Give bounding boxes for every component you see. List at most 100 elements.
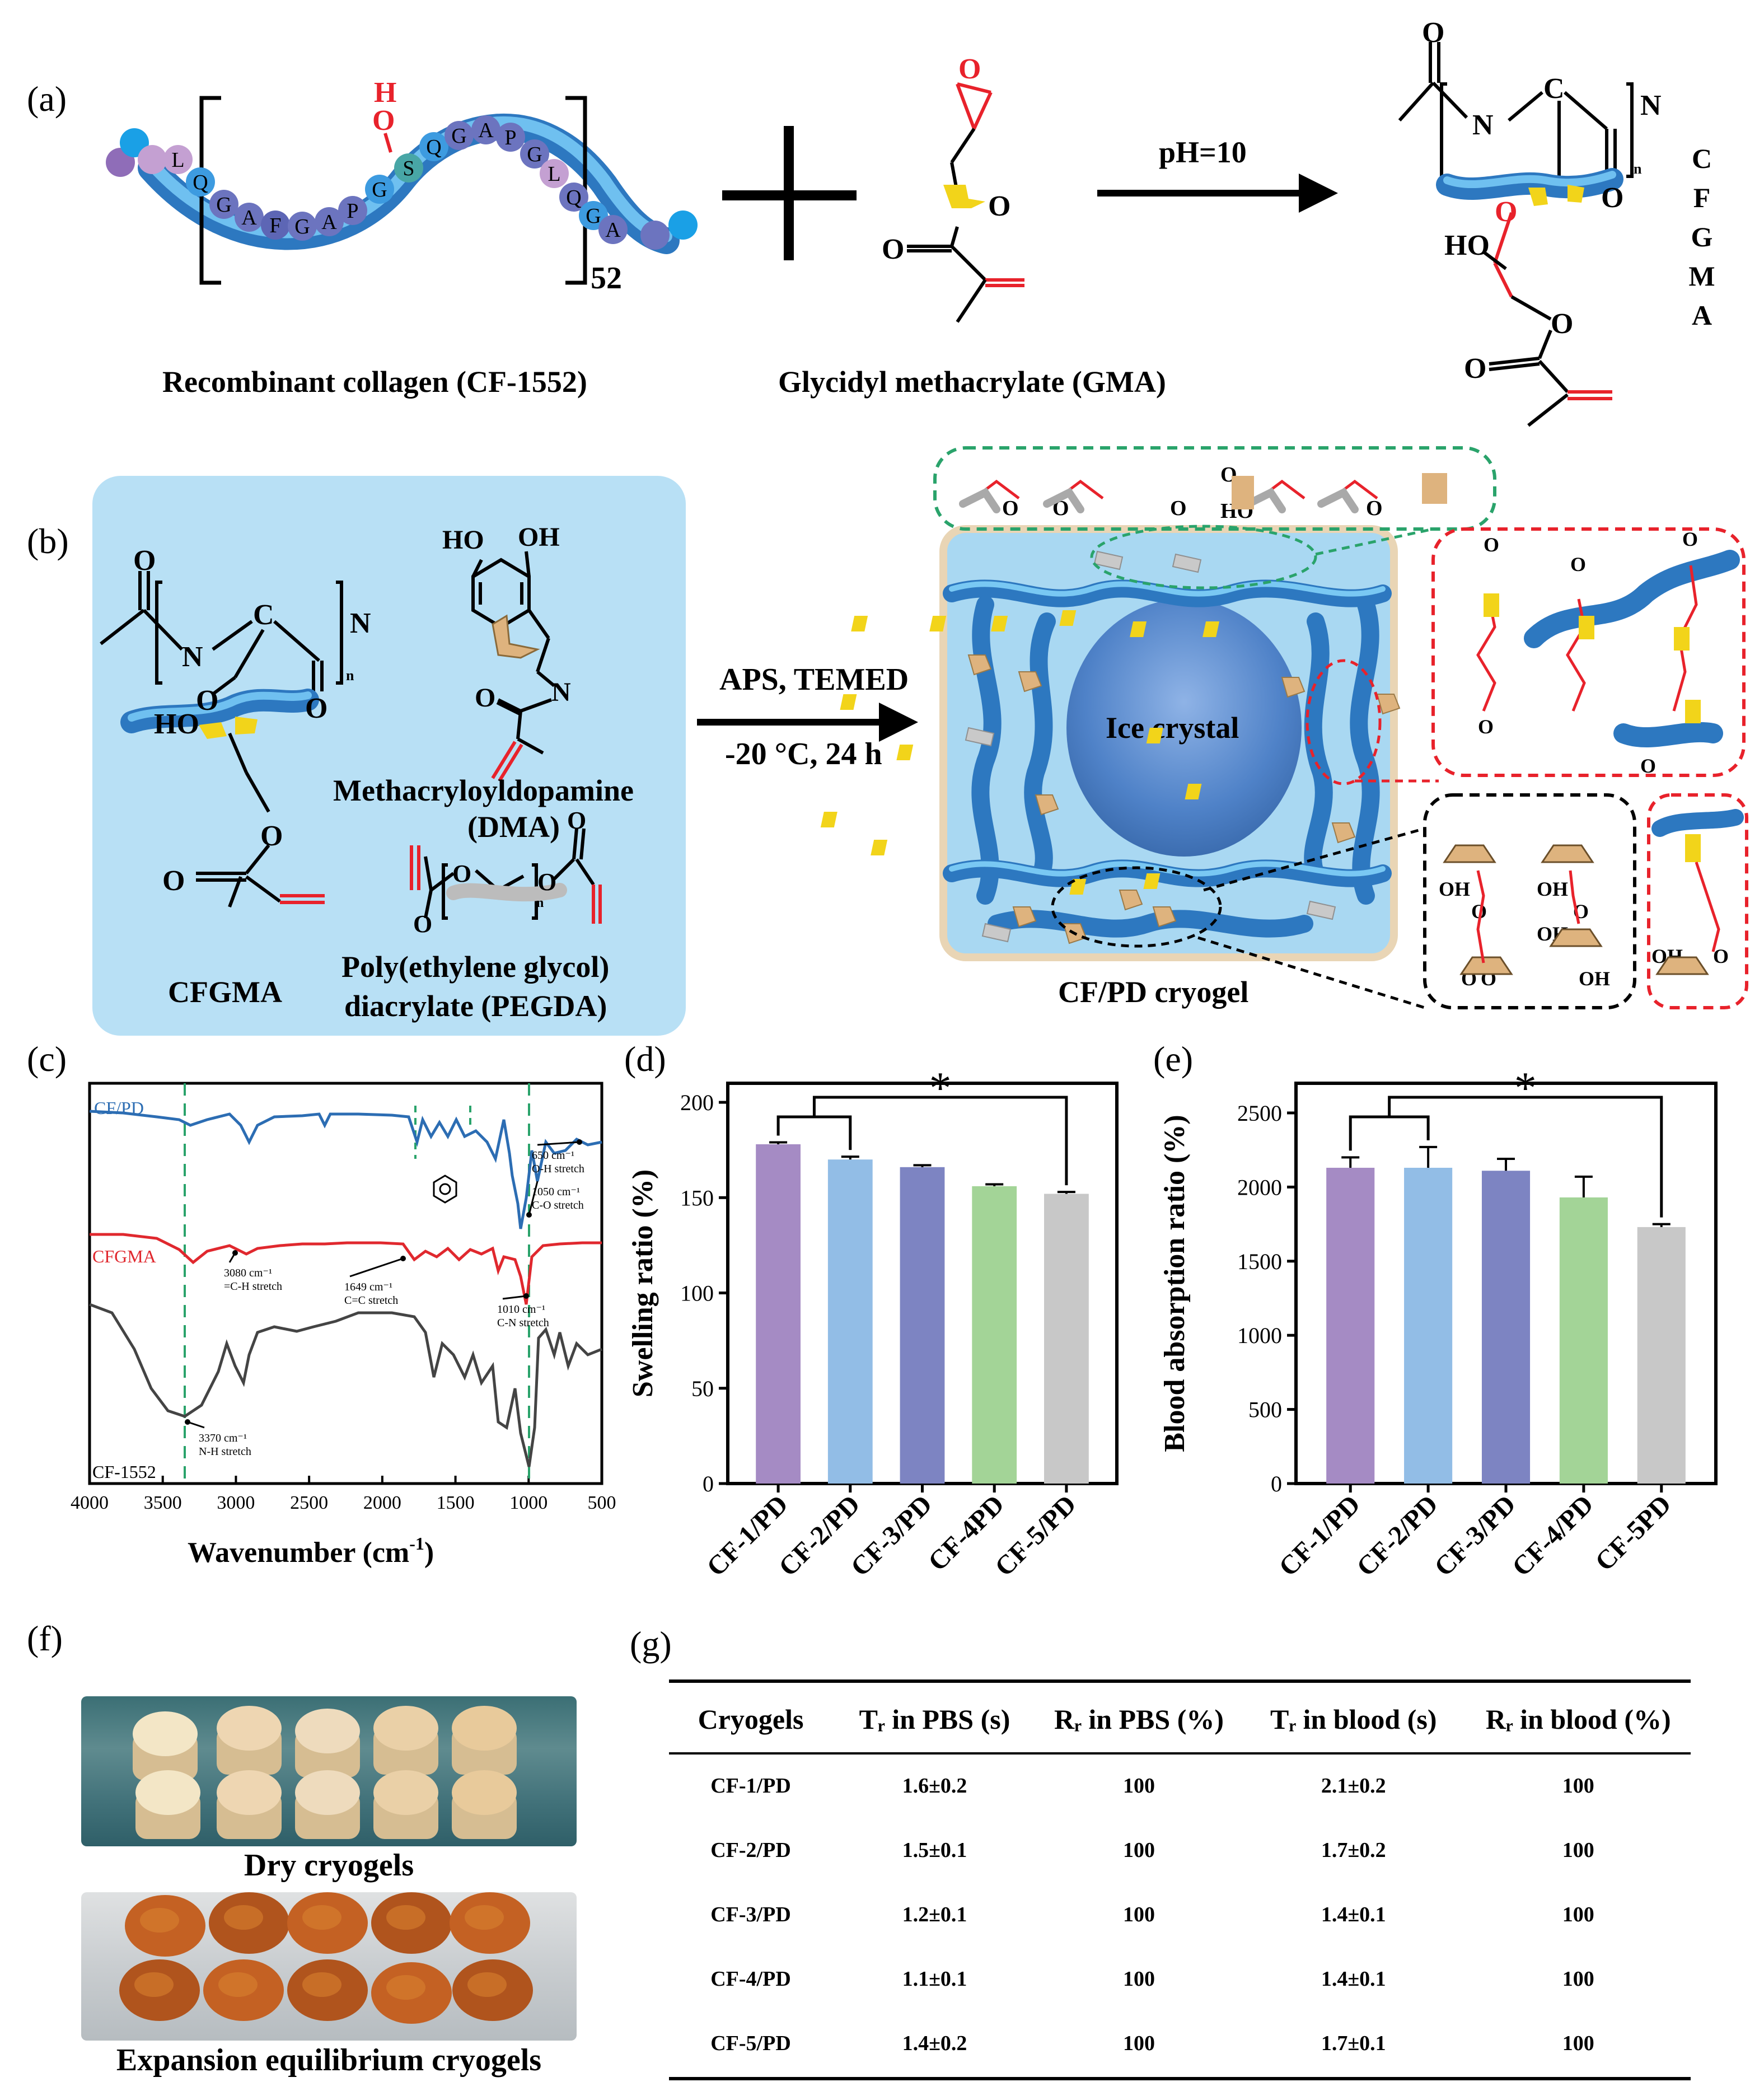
crosslink-marker	[929, 616, 947, 631]
amino-acid-bead	[471, 115, 500, 144]
amino-acid-bead	[540, 159, 569, 188]
dopamine-marker	[1331, 822, 1356, 844]
dopamine-marker	[1035, 794, 1059, 816]
dopamine-marker	[1281, 677, 1306, 698]
y-tick-label: 1500	[1237, 1249, 1282, 1274]
cfgma-b-name: CFGMA	[168, 975, 282, 1009]
amino-acid-bead	[261, 210, 290, 240]
dry-cryogel-top	[295, 1770, 360, 1815]
ftir-annotation-peak: 1010 cm⁻¹	[497, 1303, 545, 1316]
amino-acid-letter: Q	[426, 135, 441, 159]
pegda-n: n	[536, 896, 544, 910]
table-header-cell: Tᵣ in blood (s)	[1270, 1704, 1437, 1735]
ftir-annotation-assignment: C-N stretch	[497, 1317, 549, 1329]
crosslink-marker	[1146, 728, 1163, 743]
bar-CF-1/PD	[756, 1144, 801, 1484]
linkage-atom: O	[1484, 534, 1499, 556]
amino-acid-letter: A	[478, 119, 494, 142]
collagen-name: Recombinant collagen (CF-1552)	[162, 365, 587, 399]
dma-O: O	[475, 683, 495, 713]
dopamine-marker	[1152, 906, 1177, 928]
crosslink-marker	[991, 616, 1008, 631]
cfgma-b-HO: HO	[154, 708, 199, 740]
y-tick-label: 200	[680, 1090, 714, 1115]
bar-CF-1/PD	[1326, 1167, 1375, 1484]
terminal-bead	[668, 210, 698, 240]
crosslink-marker	[820, 812, 837, 827]
product-O-carbonyl: O	[1464, 353, 1486, 385]
table-cell: 100	[1123, 1774, 1155, 1798]
dopamine-marker	[1012, 906, 1037, 928]
cfgma-name-letter: F	[1693, 182, 1711, 213]
table-cell: 100	[1123, 1967, 1155, 1991]
cfgma-name-letter: M	[1688, 260, 1715, 292]
bar-CF-3/PD	[1481, 1171, 1531, 1484]
y-tick-label: 150	[680, 1185, 714, 1210]
table-cell: CF-1/PD	[710, 1774, 791, 1798]
table-cell: 100	[1562, 1774, 1594, 1798]
amino-acid-letter: L	[171, 148, 184, 172]
amino-acid-letter: G	[294, 215, 310, 238]
dopamine-marker	[1376, 694, 1401, 715]
table-header-cell: Cryogels	[698, 1704, 804, 1735]
dma-name-line2: (DMA)	[467, 810, 560, 844]
amino-acid-bead	[559, 183, 588, 212]
cfgma-b-n: n	[346, 667, 354, 684]
ftir-annotation-peak: 650 cm⁻¹	[532, 1149, 574, 1162]
x-tick-label: CF-4/PD	[1506, 1489, 1599, 1582]
ftir-x-tick: 2000	[363, 1493, 401, 1513]
hydroxyl-O: O	[372, 105, 395, 137]
table-cell: 1.4±0.1	[1321, 1902, 1386, 1926]
amino-acid-letter: L	[548, 162, 560, 186]
gma-epoxide-O: O	[958, 53, 981, 85]
amino-acid-letter: F	[269, 214, 281, 237]
y-tick-label: 2000	[1237, 1175, 1282, 1200]
dry-cryogels-photo	[81, 1696, 577, 1846]
amino-acid-letter: G	[451, 124, 466, 148]
ftir-x-tick: 1000	[509, 1493, 548, 1513]
crosslink-marker	[1059, 610, 1077, 626]
product-N2: N	[1640, 90, 1662, 121]
significance-bracket	[1388, 1096, 1663, 1218]
table-cell: 2.1±0.2	[1321, 1774, 1386, 1798]
cfgma-b-O-ester: O	[260, 820, 283, 852]
amino-acid-letter: A	[241, 206, 257, 230]
ftir-label-cfpd: CF/PD	[94, 1098, 144, 1118]
dry-cryogel-top	[452, 1770, 517, 1815]
product-C: C	[1543, 73, 1565, 105]
ftir-annotation-arrow	[528, 1181, 539, 1215]
y-tick-label: 2500	[1237, 1101, 1282, 1126]
reaction-arrowhead	[1299, 174, 1338, 213]
dry-cryogel-top	[217, 1706, 282, 1751]
cfgma-b-O-bottom: O	[305, 693, 327, 724]
panel-a-label: (a)	[27, 79, 67, 119]
dry-cryogel-top	[373, 1706, 438, 1751]
dma-name-line1: Methacryloyldopamine	[333, 774, 634, 807]
ftir-annotation-peak: 1050 cm⁻¹	[532, 1186, 580, 1198]
bar-CF-3/PD	[900, 1167, 945, 1484]
bar-CF-5/PD	[1044, 1194, 1089, 1484]
ftir-annotation-arrow	[349, 1257, 404, 1278]
table-header-rule	[669, 1752, 1691, 1755]
cfgma-b-N1: N	[182, 641, 203, 673]
x-tick-label: CF-3/PD	[845, 1489, 938, 1582]
panel-e-label: (e)	[1153, 1039, 1194, 1079]
gma-structure	[907, 82, 1024, 323]
ftir-cf1552-curve	[89, 1303, 602, 1467]
ftir-annotation-peak: 3370 cm⁻¹	[199, 1432, 247, 1444]
hydroxyl-H: H	[374, 77, 396, 109]
dma-OH: OH	[518, 522, 560, 552]
bar-CF-5PD	[1637, 1227, 1686, 1484]
amino-acid-letter: G	[372, 178, 387, 202]
amino-acid-letter: Q	[193, 171, 208, 194]
linkage-atom: O	[1682, 528, 1698, 550]
plus-vertical	[784, 126, 794, 260]
crosslink-marker	[1069, 879, 1087, 895]
swollen-cryogels-photo	[81, 1892, 577, 2041]
